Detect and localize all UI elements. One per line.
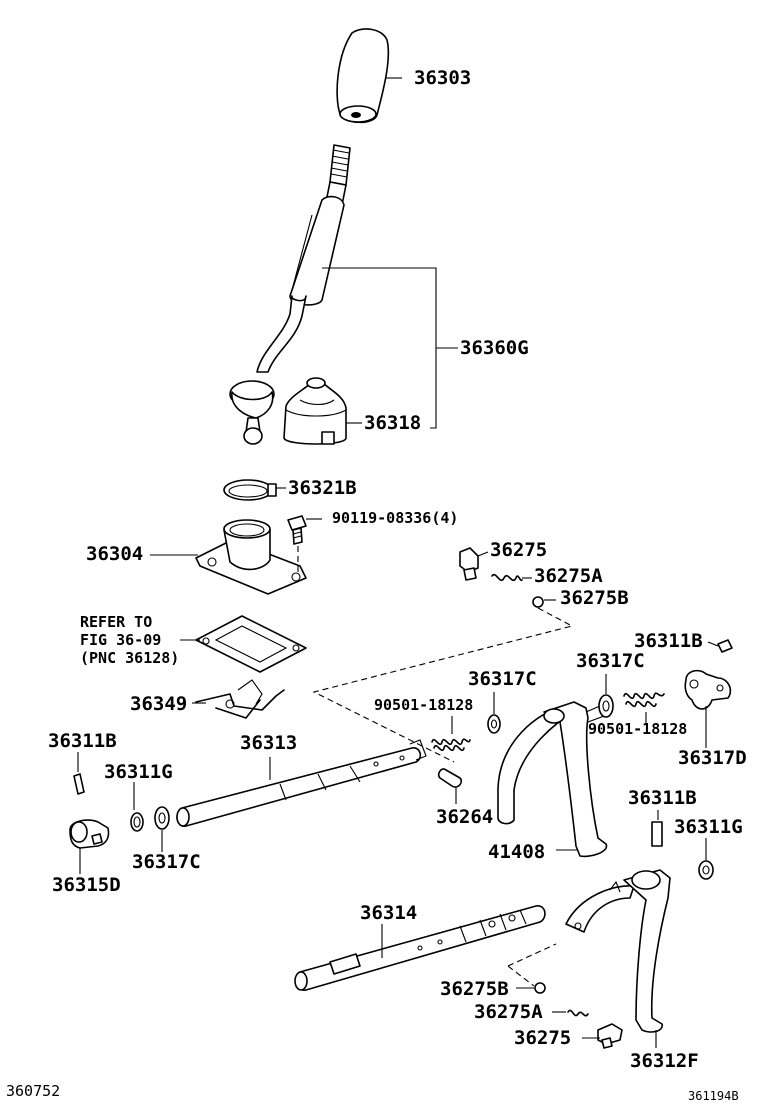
pin-36311B-low [651, 821, 663, 847]
label-36315D: 36315D [52, 874, 121, 896]
shift-shaft-36314 [294, 905, 546, 991]
ring-36311G-left [130, 812, 144, 832]
label-36303: 36303 [414, 67, 472, 89]
label-36317D: 36317D [678, 747, 747, 769]
shift-head-36317D [684, 669, 732, 710]
spring-90501-right [623, 692, 665, 708]
ball-36275B-top [532, 596, 544, 608]
label-36275B-bot: 36275B [440, 978, 509, 1000]
label-90501-right: 90501-18128 [588, 720, 688, 738]
label-36321B: 36321B [288, 477, 357, 499]
label-36311G-right: 36311G [674, 816, 743, 838]
spring-36275A-bot [567, 1009, 589, 1017]
refer-note-line2: FIG 36-09 [80, 631, 162, 649]
pin-36311B-left [73, 773, 85, 795]
shift-lever [229, 144, 351, 445]
label-36311B-low: 36311B [628, 787, 697, 809]
label-36360G: 36360G [460, 337, 529, 359]
label-41408: 41408 [488, 841, 546, 863]
label-36317C-low: 36317C [132, 851, 201, 873]
label-90501-left: 90501-18128 [374, 696, 474, 714]
spring-36275A-top [491, 573, 523, 582]
ball-36275B-bot [534, 982, 546, 994]
label-36304: 36304 [86, 543, 144, 565]
label-36311B-left: 36311B [48, 730, 117, 752]
label-36317C-right: 36317C [576, 650, 645, 672]
snap-ring [223, 479, 277, 501]
label-36275B-top: 36275B [560, 587, 629, 609]
label-36275-top: 36275 [490, 539, 548, 561]
spring-90501-left [431, 738, 471, 752]
label-36349: 36349 [130, 693, 188, 715]
label-36313: 36313 [240, 732, 298, 754]
label-36275A-bot: 36275A [474, 1001, 543, 1023]
shift-fork-36312F [565, 869, 671, 1033]
head-36315D [69, 819, 110, 849]
shift-fork-41408 [497, 701, 608, 858]
plug-36275-bot [597, 1023, 623, 1049]
footer-code-left: 360752 [6, 1082, 61, 1100]
lever-retainer [195, 519, 307, 595]
pin-36264 [437, 768, 463, 788]
spring-36349 [195, 679, 285, 719]
label-36275-bot: 36275 [514, 1027, 572, 1049]
ring-36311G-right [698, 860, 714, 880]
washer-36317C-low [154, 806, 170, 830]
refer-note-line3: (PNC 36128) [80, 649, 180, 667]
refer-note-line1: REFER TO [80, 613, 153, 631]
lever-boot [283, 377, 347, 445]
washer-36317C-right [598, 694, 614, 718]
label-36311B-right: 36311B [634, 630, 703, 652]
label-90119-08336: 90119-08336(4) [332, 509, 459, 527]
label-36275A-top: 36275A [534, 565, 603, 587]
label-36318: 36318 [364, 412, 422, 434]
label-36312F: 36312F [630, 1050, 699, 1072]
plug-36275-top [459, 547, 479, 581]
label-36311G-left: 36311G [104, 761, 173, 783]
label-36317C-mid: 36317C [468, 668, 537, 690]
shift-shaft-36313 [176, 739, 427, 827]
footer-code-right: 361194B [688, 1089, 739, 1103]
shift-knob [336, 28, 390, 124]
label-36314: 36314 [360, 902, 418, 924]
bolt-90119 [287, 515, 307, 545]
label-36264: 36264 [436, 806, 494, 828]
washer-36317C-mid [487, 714, 501, 734]
gasket [195, 615, 307, 673]
pin-36311B-right [717, 639, 733, 653]
